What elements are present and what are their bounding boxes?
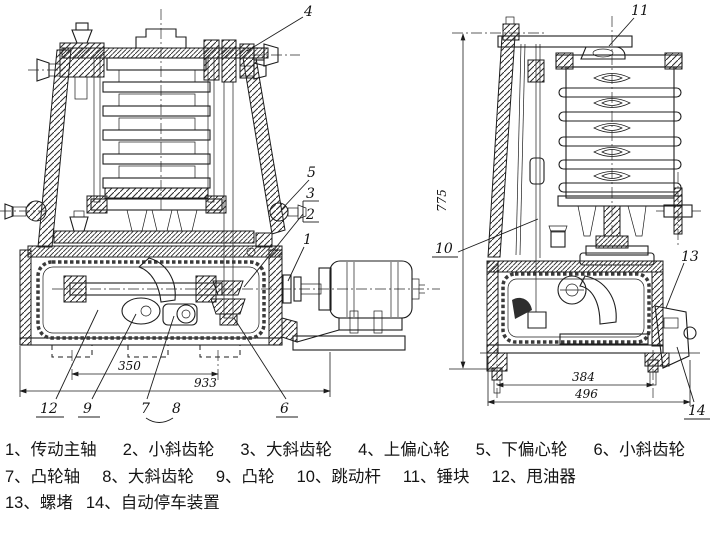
part-label: 6、小斜齿轮: [593, 441, 686, 459]
part-label: 2、小斜齿轮: [122, 441, 215, 459]
side-dimensions: 384 496: [487, 356, 691, 406]
dim-933: 933: [194, 376, 217, 390]
callout-14: 14: [688, 403, 706, 419]
dim-384: 384: [572, 370, 595, 384]
part-label: 7、凸轮轴: [5, 467, 81, 486]
part-label: 12、甩油器: [491, 467, 576, 486]
platform: [53, 230, 255, 244]
foot-outline: [127, 345, 169, 358]
side-bolt-fitting: [656, 172, 701, 246]
sieve-stack-front: [86, 57, 234, 319]
dim-496: 496: [574, 387, 598, 401]
part-label: 9、凸轮: [215, 467, 275, 486]
base-box-side: [480, 225, 700, 354]
front-dimensions: 350 933: [19, 346, 331, 397]
callout-10: 10: [435, 241, 453, 257]
sieve-stack-side: [555, 16, 683, 266]
foot-outline: [199, 345, 241, 358]
base-top-plate: [27, 245, 283, 258]
left-leg-pivot: [0, 200, 47, 222]
side-leg: [487, 35, 516, 258]
callout-11: 11: [631, 3, 649, 19]
caption-line: 1、传动主轴 2、小斜齿轮 3、大斜齿轮 4、上偏心轮 5、下偏心轮 6、小斜齿轮: [5, 437, 717, 464]
part-label: 4、上偏心轮: [358, 441, 450, 459]
side-callouts: 11 10 13 14: [432, 3, 710, 420]
front-callouts: 4 5 3 2 1 12 9 7 8 6: [36, 4, 319, 423]
left-top-bearing: [28, 22, 105, 100]
part-label: 5、下偏心轮: [475, 441, 568, 459]
callout-3: 3: [306, 186, 315, 202]
part-label: 10、跳动杆: [296, 467, 381, 486]
callout-8: 8: [172, 401, 181, 417]
side-view: 775: [432, 3, 710, 420]
callout-6: 6: [280, 401, 289, 417]
part-label: 11、锤块: [402, 467, 470, 486]
suspension-rods: [515, 43, 545, 258]
motor: [281, 260, 425, 351]
part-label: 13、螺堵: [5, 494, 73, 512]
caption-line: 13、螺堵 14、自动停车装置: [5, 490, 717, 517]
upper-eccentric-assembly: [203, 39, 300, 83]
part-label: 3、大斜齿轮: [240, 441, 333, 459]
right-leg-pivot: [269, 202, 307, 222]
sieve-shaker-drawing: 350 933 4 5 3 2 1 12 9 7: [0, 3, 710, 423]
callout-2: 2: [305, 207, 315, 223]
callout-7: 7: [141, 401, 150, 417]
part-label: 1、传动主轴: [5, 441, 97, 459]
caption-line: 7、凸轮轴 8、大斜齿轮 9、凸轮 10、跳动杆 11、锤块 12、甩油器: [5, 464, 717, 491]
part-label: 14、自动停车装置: [85, 494, 220, 512]
callout-13: 13: [681, 249, 699, 265]
callout-4: 4: [303, 4, 313, 20]
dim-775: 775: [435, 189, 449, 212]
callout-1: 1: [303, 232, 312, 248]
callout-5: 5: [307, 165, 316, 181]
callout-12: 12: [40, 401, 58, 417]
drive-mechanism: [52, 232, 440, 326]
parts-caption: 1、传动主轴 2、小斜齿轮 3、大斜齿轮 4、上偏心轮 5、下偏心轮 6、小斜齿轮 7、凸轮…: [5, 437, 717, 517]
front-view: 350 933 4 5 3 2 1 12 9 7: [0, 4, 440, 423]
callout-9: 9: [83, 401, 92, 417]
base-box-front: [19, 249, 283, 346]
part-label: 8、大斜齿轮: [102, 467, 194, 486]
dim-350: 350: [118, 359, 141, 373]
